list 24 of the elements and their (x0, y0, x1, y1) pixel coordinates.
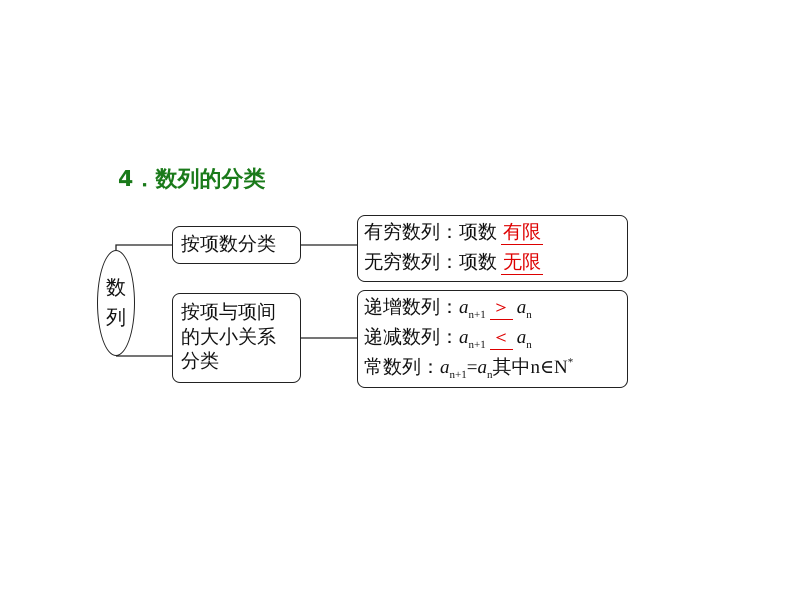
connector-line (301, 244, 357, 246)
process-box (172, 226, 301, 264)
process-box (357, 290, 628, 388)
connector-line (115, 244, 172, 250)
node-label: 按项与项间的大小关系分类 (181, 300, 277, 374)
fill-in-answer: ＞ (490, 297, 513, 320)
node-label: 递减数列：a$_{n+1}$ (364, 327, 486, 348)
title: 4．数列的分类 (118, 166, 266, 194)
connector-line (301, 337, 357, 339)
process-box (357, 215, 628, 282)
node-label: a$_{n}$ (516, 297, 532, 318)
fill-in-answer: ＜ (490, 327, 513, 350)
oval-node (97, 250, 135, 356)
node-label: 无穷数列：项数 (364, 252, 497, 273)
fill-in-answer: 有限 (501, 222, 543, 245)
node-label: 按项数分类 (181, 232, 276, 257)
connector-line (115, 355, 172, 357)
node-label: 递增数列：a$_{n+1}$ (364, 297, 486, 318)
node-label: 常数列：a$_{n+1}$=a$_{n}$其中n∈N$^{*}$ (364, 357, 574, 378)
node-label: 有穷数列：项数 (364, 222, 497, 243)
node-label: 数列 (106, 276, 126, 331)
fill-in-answer: 无限 (501, 252, 543, 275)
process-box (172, 293, 301, 383)
node-label: a$_{n}$ (516, 327, 532, 348)
